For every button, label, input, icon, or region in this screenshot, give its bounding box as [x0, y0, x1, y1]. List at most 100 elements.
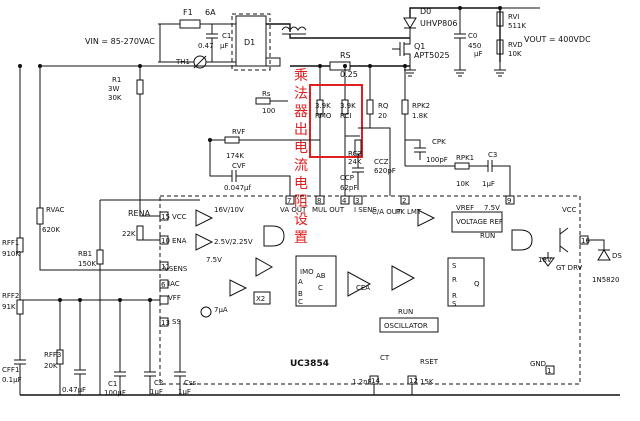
rq-label: RQ — [378, 102, 389, 110]
rmo-value: 3.9K — [315, 102, 331, 110]
rs-label: RS — [340, 51, 351, 60]
svg-text:Q: Q — [474, 280, 480, 288]
chip-name: UC3854 — [290, 359, 329, 369]
resistor-rvi — [496, 11, 504, 27]
c1-unit: μF — [220, 42, 228, 50]
svg-text:RSET: RSET — [420, 358, 439, 366]
rff3-label: RFF3 — [44, 351, 61, 359]
svg-text:7.5V: 7.5V — [484, 204, 500, 212]
ccp-label: CCP — [340, 174, 354, 182]
annotation-label: 乘法器出电流电阻设置 — [294, 68, 308, 246]
timing-components: CT 1.2nF RSET 15K — [352, 354, 439, 395]
c0-label: C0 — [468, 32, 477, 40]
c3-label: C3 — [488, 151, 497, 159]
svg-text:1N5820: 1N5820 — [592, 276, 620, 284]
c1b-label: C1 — [108, 380, 117, 388]
svg-text:13: 13 — [161, 319, 170, 327]
pin-2 — [400, 195, 410, 205]
svg-text:VFF: VFF — [168, 294, 181, 302]
rvd-label: RVD — [508, 41, 523, 49]
uvlo-comparator — [195, 209, 214, 227]
c0-unit: μF — [474, 50, 482, 58]
svg-text:7: 7 — [287, 197, 291, 205]
pin-6 — [159, 279, 169, 289]
pin-names: VCC ENA VSENS IAC VFF SS VA OUT MUL OUT … — [164, 204, 546, 368]
rpk2-label: RPK2 — [412, 102, 430, 110]
rq-value: 20 — [378, 112, 387, 120]
input-sense-network: RVAC 620K RFF1 910K RFF2 91K CFF1 0.1μF … — [2, 66, 200, 397]
resistor-rvac — [36, 207, 44, 225]
svg-text:11: 11 — [161, 263, 170, 271]
svg-text:16V/10V: 16V/10V — [214, 206, 244, 214]
fuse-f1 — [179, 19, 201, 29]
r1-label: R1 — [112, 76, 121, 84]
boost-inductor — [281, 26, 307, 35]
rvf-value: 174K — [226, 152, 244, 160]
rff1-value: 910K — [2, 250, 20, 258]
c2-value: 1μF — [150, 388, 163, 396]
mosfet-q1 — [399, 38, 411, 62]
svg-text:2: 2 — [402, 197, 406, 205]
svg-text:ENA: ENA — [172, 237, 187, 245]
svg-text:1: 1 — [547, 367, 551, 375]
resistor-rpk2 — [401, 99, 409, 115]
q1-label: Q1 — [414, 42, 425, 51]
junction-dots — [18, 6, 502, 302]
rs-value: 0.25 — [340, 70, 358, 79]
pin-8 — [315, 195, 325, 205]
pin-1 — [545, 365, 555, 375]
peak-limit-comparator — [417, 209, 436, 227]
svg-text:18V: 18V — [538, 256, 552, 264]
svg-text:R: R — [452, 276, 457, 284]
svg-text:IAC: IAC — [168, 280, 180, 288]
svg-text:CEA: CEA — [356, 284, 370, 292]
pin-4 — [340, 195, 350, 205]
f1-label: F1 — [183, 8, 193, 17]
svg-text:6: 6 — [161, 281, 166, 289]
resistor-rq — [366, 99, 374, 115]
svg-text:PK LMT: PK LMT — [396, 208, 422, 216]
rpk1-value: 10K — [456, 180, 470, 188]
and-gate — [263, 225, 285, 247]
rena-value: 22K — [122, 230, 136, 238]
svg-text:MUL OUT: MUL OUT — [312, 206, 345, 214]
cvf-value: 0.047μf — [224, 184, 251, 192]
c1b-value: 100μF — [104, 389, 126, 397]
rvac-label: RVAC — [46, 206, 64, 214]
svg-text:S: S — [452, 300, 457, 308]
svg-text:7.5V: 7.5V — [206, 256, 222, 264]
svg-text:GND: GND — [530, 360, 546, 368]
resistor-rpk1 — [454, 162, 470, 170]
d0-part: UHVP806 — [420, 19, 457, 28]
svg-text:DS: DS — [612, 252, 622, 260]
pin-9 — [505, 195, 515, 205]
svg-text:OSCILLATOR: OSCILLATOR — [384, 322, 428, 330]
ccp-value: 62pF — [340, 184, 357, 192]
rff2-label: RFF2 — [2, 292, 19, 300]
rb1-value: 150K — [78, 260, 96, 268]
annotation-vertical-text: 乘法器出电流电阻设置 — [294, 68, 308, 246]
rci-label: RCI — [340, 112, 351, 120]
resistor-r1 — [136, 79, 144, 95]
multiplier-block — [295, 255, 337, 307]
ac-input-section: VIN = 85-270VAC F1 6A C1 0.47 μF TH1 D1 — [40, 8, 291, 71]
rpk1-label: RPK1 — [456, 154, 474, 162]
svg-text:12: 12 — [409, 377, 418, 385]
enable-comparator — [195, 233, 214, 251]
rff2-value: 91K — [2, 303, 16, 311]
svg-text:C: C — [318, 284, 323, 292]
svg-text:X2: X2 — [256, 295, 265, 303]
resistor-rvf — [224, 136, 240, 144]
svg-text:A: A — [298, 278, 303, 286]
svg-text:3: 3 — [355, 197, 359, 205]
resistor-rff2 — [16, 299, 24, 315]
css-value: 1μF — [178, 388, 191, 396]
output-and-gate — [511, 229, 533, 251]
d1-label: D1 — [244, 38, 255, 47]
resistor-rs8 — [255, 97, 271, 105]
power-stage: D0 UHVP806 Q1 APT5025 C0 450 μF RVI 511K… — [281, 7, 591, 77]
pwm-comparator — [391, 265, 416, 291]
uc3854-boundary — [159, 195, 581, 385]
svg-text:S: S — [452, 262, 457, 270]
